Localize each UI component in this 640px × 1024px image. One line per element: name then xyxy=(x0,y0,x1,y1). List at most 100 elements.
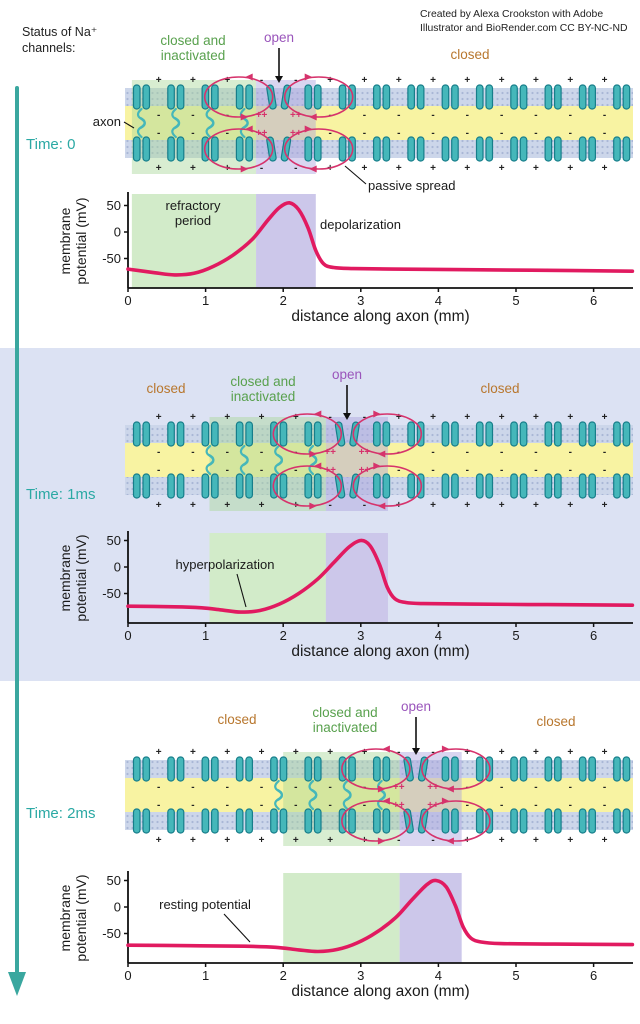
x-tick-label: 0 xyxy=(124,968,131,983)
open-pointer-arrowhead-icon xyxy=(343,413,351,420)
svg-text:+: + xyxy=(567,163,573,174)
svg-text:+: + xyxy=(156,500,162,511)
svg-text:-: - xyxy=(431,465,434,476)
svg-text:-: - xyxy=(500,447,503,458)
x-tick-label: 1 xyxy=(202,968,209,983)
svg-text:++: ++ xyxy=(324,447,336,458)
status-line-1: Status of Na⁺ xyxy=(22,25,98,39)
svg-text:+: + xyxy=(362,747,368,758)
svg-text:-: - xyxy=(363,412,366,423)
state-label: closed and xyxy=(312,705,377,720)
time-arrow-head-icon xyxy=(8,972,26,996)
y-tick-label: 0 xyxy=(114,560,121,575)
time-label-1ms: Time: 1ms xyxy=(26,486,96,503)
svg-text:+: + xyxy=(533,500,539,511)
panel-time-0: +--++--++--+-++++--++++-+--++--++--++--+… xyxy=(0,0,640,348)
x-tick-label: 1 xyxy=(202,293,209,308)
svg-text:+: + xyxy=(224,75,230,86)
status-line-2: channels: xyxy=(22,41,76,56)
passive-current-loops xyxy=(203,73,354,173)
svg-text:+: + xyxy=(156,75,162,86)
svg-text:-: - xyxy=(534,110,537,121)
svg-text:-: - xyxy=(500,800,503,811)
svg-text:+: + xyxy=(224,500,230,511)
svg-text:-: - xyxy=(157,128,160,139)
panel-time-1ms: +--++--++--++--++--+-++++--++++-+--++--+… xyxy=(0,348,640,681)
credit-line-1: Created by Alexa Crookston with Adobe xyxy=(420,9,604,20)
svg-text:-: - xyxy=(534,465,537,476)
svg-text:-: - xyxy=(466,465,469,476)
svg-text:-: - xyxy=(363,500,366,511)
svg-text:-: - xyxy=(294,465,297,476)
svg-text:++: ++ xyxy=(427,782,439,793)
svg-text:+: + xyxy=(293,412,299,423)
svg-text:+: + xyxy=(430,500,436,511)
passive-current-loops xyxy=(272,410,423,510)
state-label: inactivated xyxy=(313,720,378,735)
credit-line-2: Illustrator and BioRender.com CC BY-NC-N… xyxy=(420,22,628,34)
state-label: closed and xyxy=(160,33,225,48)
svg-text:+: + xyxy=(464,747,470,758)
y-axis-label-line1: membrane xyxy=(57,544,73,611)
svg-text:+: + xyxy=(156,835,162,846)
state-label: closed xyxy=(146,381,185,396)
y-tick-label: 0 xyxy=(114,900,121,915)
svg-text:-: - xyxy=(397,128,400,139)
svg-text:-: - xyxy=(260,465,263,476)
axon-interior xyxy=(125,106,633,140)
membrane-potential-curve xyxy=(126,538,635,614)
y-axis-label-line1: membrane xyxy=(57,884,73,951)
svg-text:-: - xyxy=(603,447,606,458)
svg-text:-: - xyxy=(294,75,297,86)
svg-text:-: - xyxy=(431,128,434,139)
refractory-region-overlay xyxy=(131,80,257,174)
svg-text:-: - xyxy=(226,447,229,458)
svg-text:-: - xyxy=(191,447,194,458)
svg-text:+: + xyxy=(190,835,196,846)
svg-text:+: + xyxy=(362,163,368,174)
svg-text:-: - xyxy=(157,447,160,458)
axon-diagram-and-graph-time-1ms: +--++--++--++--++--+-++++--++++-+--++--+… xyxy=(57,367,635,660)
x-tick-label: 2 xyxy=(280,628,287,643)
svg-text:-: - xyxy=(226,782,229,793)
svg-text:++: ++ xyxy=(359,447,371,458)
annotation: period xyxy=(175,213,211,228)
svg-text:-: - xyxy=(534,800,537,811)
y-tick-label: 50 xyxy=(107,198,121,213)
svg-text:-: - xyxy=(569,465,572,476)
na-channel-status-label: Status of Na⁺ channels: xyxy=(22,24,97,57)
svg-text:+: + xyxy=(567,75,573,86)
svg-text:+: + xyxy=(362,75,368,86)
y-tick-label: -50 xyxy=(102,926,121,941)
svg-text:+: + xyxy=(327,835,333,846)
svg-text:+: + xyxy=(499,500,505,511)
svg-text:-: - xyxy=(328,782,331,793)
svg-text:-: - xyxy=(569,800,572,811)
svg-text:-: - xyxy=(500,465,503,476)
svg-text:-: - xyxy=(431,747,434,758)
svg-text:-: - xyxy=(191,782,194,793)
y-tick-label: -50 xyxy=(102,586,121,601)
svg-text:+: + xyxy=(602,412,608,423)
time-label-0: Time: 0 xyxy=(26,136,76,153)
time-label-2ms: Time: 2ms xyxy=(26,805,96,822)
x-axis-label: distance along axon (mm) xyxy=(291,983,469,1000)
x-tick-label: 5 xyxy=(512,968,519,983)
x-tick-label: 6 xyxy=(590,968,597,983)
svg-text:+: + xyxy=(190,412,196,423)
svg-text:+: + xyxy=(464,163,470,174)
svg-text:+: + xyxy=(602,835,608,846)
svg-text:+: + xyxy=(396,75,402,86)
axon-interior xyxy=(125,443,633,477)
svg-text:-: - xyxy=(157,782,160,793)
svg-text:-: - xyxy=(569,110,572,121)
svg-text:-: - xyxy=(569,447,572,458)
svg-text:-: - xyxy=(226,128,229,139)
svg-text:-: - xyxy=(431,447,434,458)
svg-text:+: + xyxy=(430,412,436,423)
svg-text:++: ++ xyxy=(393,782,405,793)
svg-text:+: + xyxy=(602,75,608,86)
svg-text:+: + xyxy=(224,412,230,423)
svg-text:+: + xyxy=(567,412,573,423)
y-tick-label: 50 xyxy=(107,873,121,888)
